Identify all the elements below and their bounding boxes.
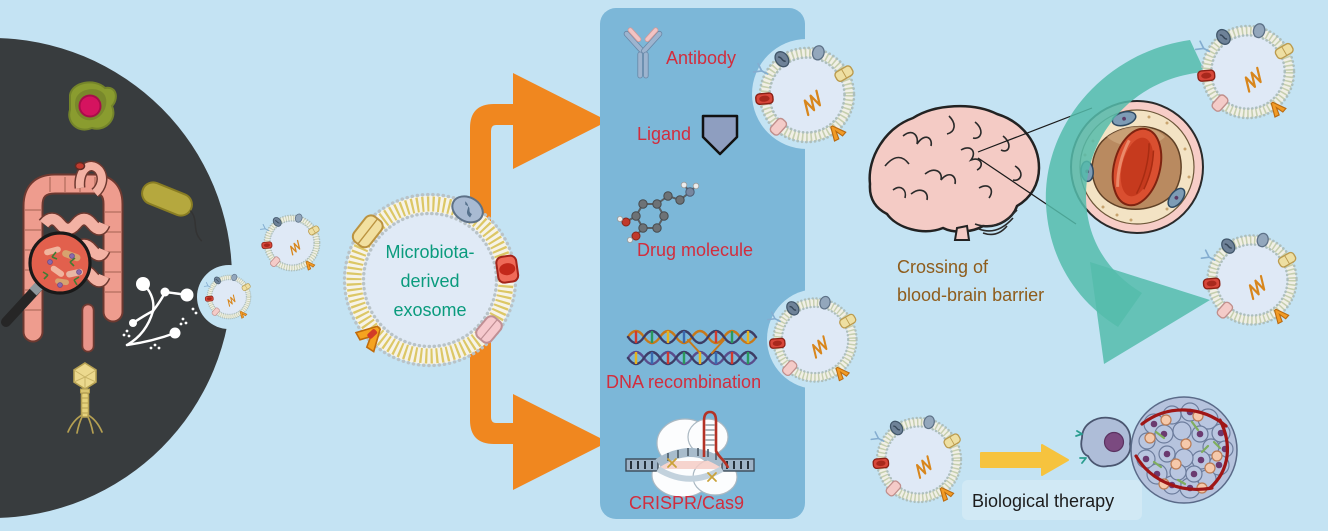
cargo-label-antibody: Antibody bbox=[666, 48, 737, 68]
dna-recombination-icon bbox=[626, 329, 758, 366]
therapy-arrow bbox=[980, 444, 1069, 476]
brain-icon bbox=[868, 104, 1041, 241]
exosome-label-line1: Microbiota- bbox=[385, 242, 475, 262]
tumor-icon bbox=[1130, 396, 1238, 504]
bbb-arrow bbox=[1045, 40, 1210, 364]
bbb-caption-line2: blood-brain barrier bbox=[897, 285, 1045, 305]
therapy-label-backdrop bbox=[962, 480, 1142, 520]
target-cell-icon bbox=[1075, 416, 1132, 468]
exosome-therapy bbox=[871, 415, 961, 502]
bbb-cross-section bbox=[1070, 100, 1204, 234]
exosome-bbb-top bbox=[1196, 22, 1295, 118]
branch-arrow bbox=[470, 73, 608, 490]
fungus-icon bbox=[122, 277, 198, 350]
magnifier-icon bbox=[1, 231, 92, 327]
bbb-caption: Crossing of blood-brain barrier bbox=[897, 253, 1044, 309]
cargo-label-ligand: Ligand bbox=[637, 124, 692, 144]
bacterium-icon bbox=[141, 181, 203, 242]
ligand-icon bbox=[701, 114, 739, 156]
amoeba-icon bbox=[68, 81, 117, 131]
microbiota-exosome bbox=[342, 192, 520, 368]
cargo-label-crispr-cas9: CRISPR/Cas9 bbox=[629, 493, 745, 513]
exosome-label: Microbiota- derived exosome bbox=[355, 238, 505, 325]
exosome-bbb-bottom bbox=[1201, 232, 1297, 324]
antibody-icon bbox=[623, 27, 663, 79]
cargo-label-drug-molecule: Drug molecule bbox=[637, 240, 754, 260]
therapy-label: Biological therapy bbox=[972, 491, 1115, 511]
bbb-caption-line1: Crossing of bbox=[897, 257, 989, 277]
bacteriophage-icon bbox=[67, 362, 103, 434]
drug-molecule-icon bbox=[617, 181, 700, 243]
exosome-label-line2: derived bbox=[400, 271, 460, 291]
cargo-label-dna-recombination: DNA recombination bbox=[606, 372, 762, 392]
crispr-cas9-icon bbox=[625, 410, 755, 498]
exosome-label-line3: exosome bbox=[393, 300, 467, 320]
